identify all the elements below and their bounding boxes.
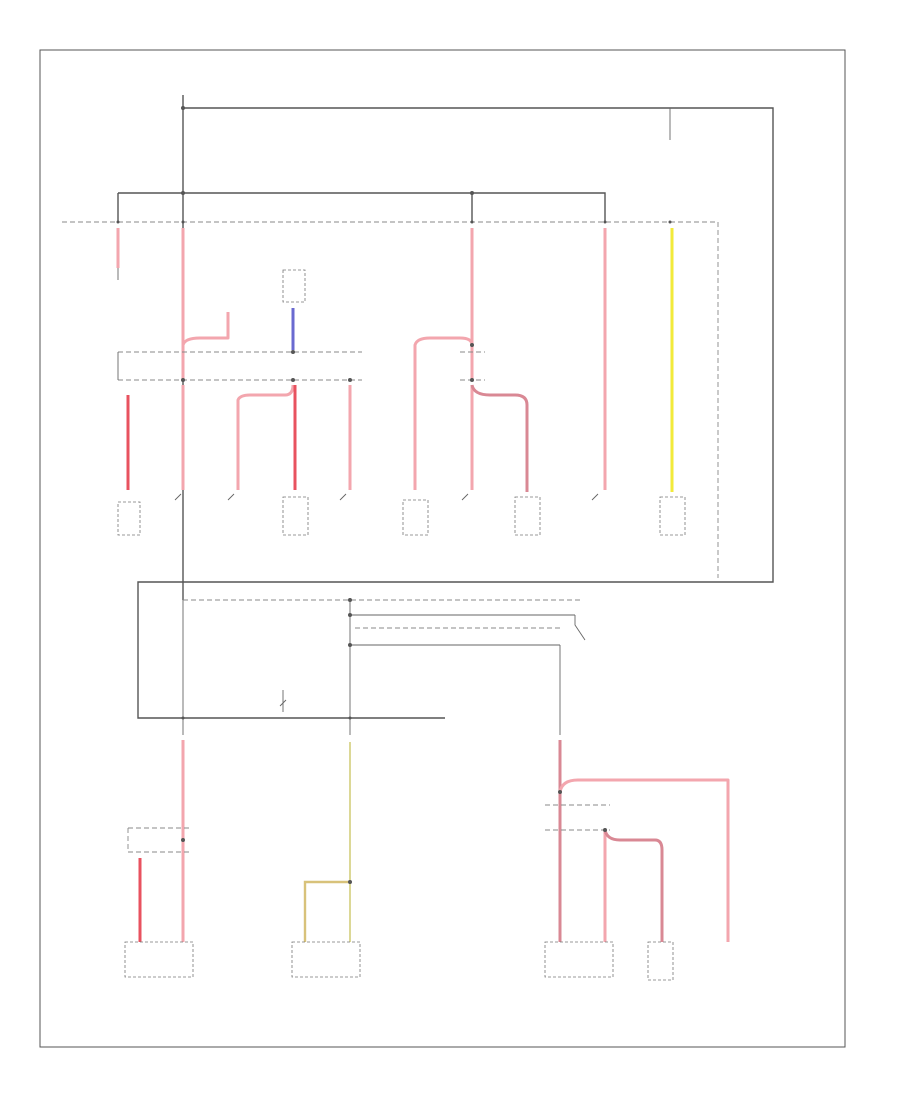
component-box — [659, 496, 686, 536]
component-box — [544, 941, 614, 978]
component-box — [291, 941, 361, 978]
connector-pins-top — [116, 220, 672, 224]
component-box — [282, 269, 306, 303]
power-feed — [117, 95, 774, 719]
upper-components — [117, 269, 686, 536]
upper-circuit-wires — [116, 228, 674, 492]
lower-left-circuits — [124, 740, 194, 978]
component-box — [647, 941, 674, 981]
component-box — [514, 496, 541, 536]
component-box — [402, 499, 429, 536]
component-box — [117, 501, 141, 536]
lower-right-circuits — [544, 740, 730, 981]
component-box — [282, 496, 309, 536]
switch-section — [181, 598, 586, 735]
lower-center-circuits — [291, 742, 361, 978]
branch-dots — [181, 343, 474, 382]
fuse-box-border — [62, 221, 719, 578]
component-box — [124, 941, 194, 978]
diagram-frame — [39, 49, 846, 1048]
branch-wires — [126, 336, 529, 492]
